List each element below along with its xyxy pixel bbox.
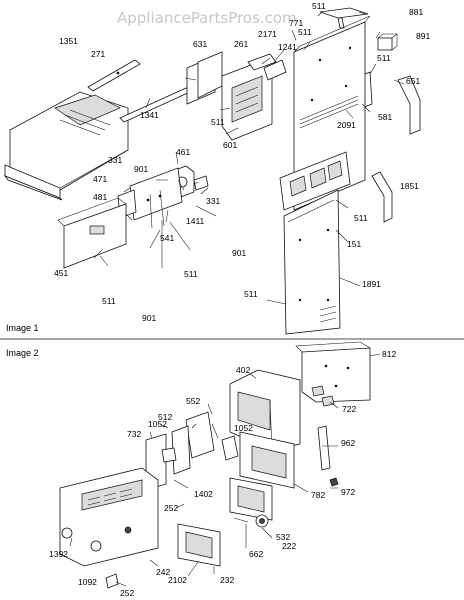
part-label: 511 [184, 269, 198, 279]
part-label: 552 [186, 396, 200, 406]
pin-722 [311, 385, 335, 407]
auger-rod [87, 59, 141, 92]
part-label: 972 [341, 487, 355, 497]
part-label: 881 [409, 7, 423, 17]
part-label: 782 [311, 490, 325, 500]
part-label: 532 [276, 532, 290, 542]
part-label: 1851 [400, 181, 419, 191]
fascia-242 [59, 467, 159, 567]
part-label: 471 [93, 174, 107, 184]
part-972 [329, 477, 339, 487]
part-label: 461 [176, 147, 190, 157]
part-label: 771 [289, 18, 303, 28]
part-label: 261 [234, 39, 248, 49]
part-label: 511 [244, 289, 258, 299]
part-label: 512 [158, 412, 172, 422]
part-label: 2171 [258, 29, 277, 39]
ice-bucket [3, 91, 129, 201]
screw-662 [233, 517, 249, 523]
part-label: 511 [377, 53, 391, 63]
rod-962 [317, 425, 331, 471]
tube-1851 [371, 171, 393, 223]
part-label: 1341 [140, 110, 159, 120]
part-label: 331 [206, 196, 220, 206]
part-label: 252 [120, 588, 134, 598]
part-label: 511 [312, 1, 326, 11]
part-label: 1241 [278, 42, 297, 52]
part-label: 901 [134, 164, 148, 174]
part-label: 511 [354, 213, 368, 223]
part-label: 812 [382, 349, 396, 359]
part-label: 901 [142, 313, 156, 323]
clip-1092 [105, 573, 119, 589]
hook-651 [397, 75, 421, 135]
auger-motor-assembly [221, 53, 277, 141]
part-label: 1411 [186, 216, 205, 226]
part-label: 1092 [78, 577, 97, 587]
part-label: 402 [236, 365, 250, 375]
plate-782 [239, 431, 295, 489]
section-2-title: Image 2 [6, 348, 39, 358]
frame-2102 [177, 523, 221, 567]
part-label: 1402 [194, 489, 213, 499]
lever-plate [129, 167, 183, 229]
part-label: 451 [54, 268, 68, 278]
frame-532 [229, 477, 273, 521]
part-label: 1351 [59, 36, 78, 46]
part-label: 271 [91, 49, 105, 59]
bracket-881 [319, 7, 369, 19]
part-label: 891 [416, 31, 430, 41]
part-label: 232 [220, 575, 234, 585]
bracket-812 [295, 341, 371, 403]
part-label: 2102 [168, 575, 187, 585]
bracket-631 [186, 51, 223, 105]
part-label: 631 [193, 39, 207, 49]
cover-451 [57, 197, 127, 269]
knob-1392 [61, 527, 73, 539]
section-1: Image 1 [3, 1, 430, 335]
part-label: 331 [108, 155, 122, 165]
block-891 [377, 33, 398, 51]
watermark: AppliancePartsPros.com [117, 9, 297, 27]
part-label: 1891 [362, 279, 381, 289]
part-label: 732 [127, 429, 141, 439]
part-label: 511 [211, 117, 225, 127]
part-label: 581 [378, 112, 392, 122]
part-label: 1052 [148, 419, 167, 429]
part-label: 962 [341, 438, 355, 448]
part-label: 242 [156, 567, 170, 577]
part-label: 651 [406, 76, 420, 86]
part-label: 901 [232, 248, 246, 258]
clip-1052 [221, 435, 239, 461]
part-label: 722 [342, 404, 356, 414]
part-label: 1052 [234, 423, 253, 433]
knob-232 [90, 540, 102, 552]
part-552 [185, 411, 215, 459]
part-label: 601 [223, 140, 237, 150]
part-1241 [263, 59, 287, 81]
part-label: 222 [282, 541, 296, 551]
part-label: 252 [164, 503, 178, 513]
part-label: 511 [298, 27, 312, 37]
part-label: 151 [347, 239, 361, 249]
part-label: 1392 [49, 549, 68, 559]
section-1-title: Image 1 [6, 323, 39, 333]
chute-151 [279, 151, 351, 211]
part-label: 481 [93, 192, 107, 202]
part-1402 [161, 447, 177, 463]
part-label: 541 [160, 233, 174, 243]
part-label: 662 [249, 549, 263, 559]
front-panel-1891 [283, 189, 341, 335]
part-label: 511 [102, 296, 116, 306]
section-2: Image 2 [6, 341, 396, 598]
part-label: 2091 [337, 120, 356, 130]
